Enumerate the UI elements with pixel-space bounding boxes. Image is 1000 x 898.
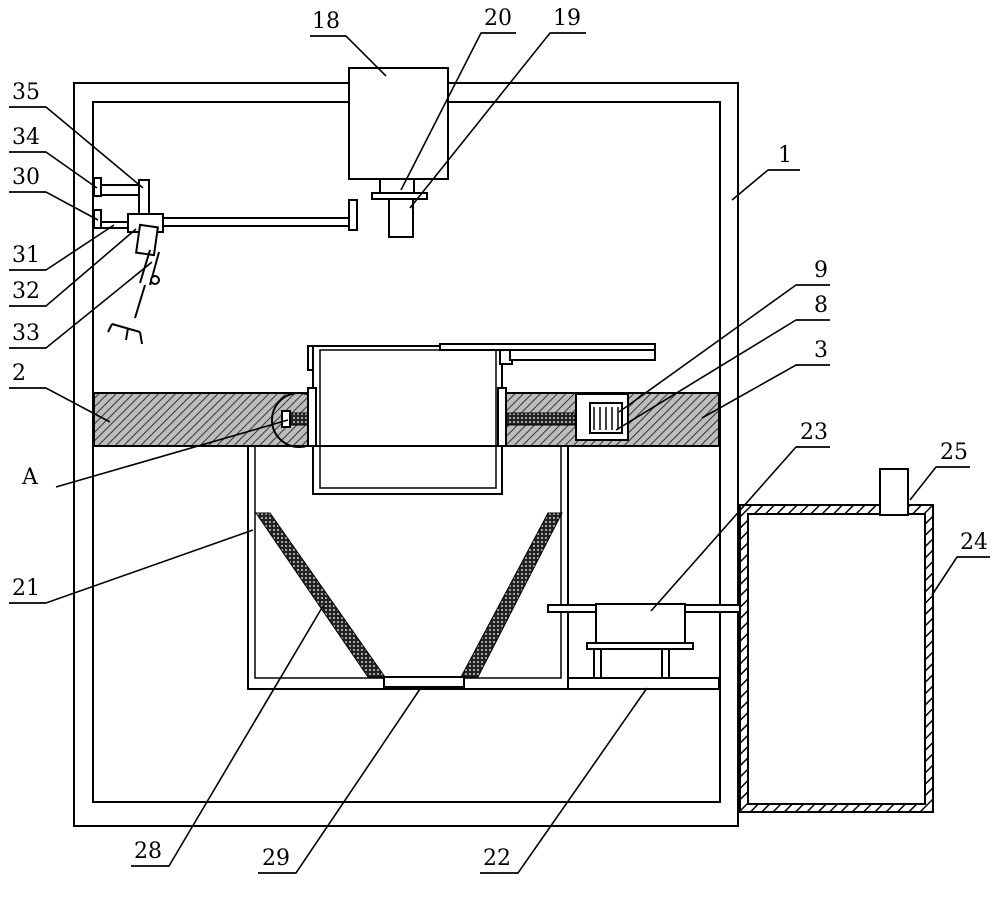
- tank: [739, 468, 934, 813]
- label-32: 32: [12, 279, 40, 304]
- label-29: 29: [262, 846, 290, 871]
- label-21: 21: [12, 576, 40, 601]
- label-18: 18: [312, 9, 340, 34]
- part-labels: 18 20 19 1 35 34 30 31 32 33 2 A 9 8 3 2…: [9, 6, 990, 874]
- label-20: 20: [484, 6, 512, 31]
- label-33: 33: [12, 321, 40, 346]
- label-31: 31: [12, 243, 40, 268]
- label-19: 19: [553, 6, 581, 31]
- label-8: 8: [814, 293, 828, 318]
- label-34: 34: [12, 125, 40, 150]
- label-9: 9: [814, 258, 828, 283]
- label-22: 22: [483, 846, 511, 871]
- arm-assembly: [93, 177, 358, 345]
- label-a: A: [21, 465, 39, 490]
- label-2: 2: [12, 361, 26, 386]
- hopper: [247, 445, 569, 690]
- right-table: [547, 603, 761, 690]
- label-3: 3: [814, 338, 828, 363]
- label-1: 1: [778, 143, 792, 168]
- label-23: 23: [800, 420, 828, 445]
- label-30: 30: [12, 165, 40, 190]
- label-25: 25: [940, 440, 968, 465]
- top-unit-18: [348, 67, 449, 238]
- label-35: 35: [12, 80, 40, 105]
- label-24: 24: [960, 530, 988, 555]
- central-box: [307, 343, 656, 495]
- screw-motor: [281, 393, 629, 441]
- label-28: 28: [134, 839, 162, 864]
